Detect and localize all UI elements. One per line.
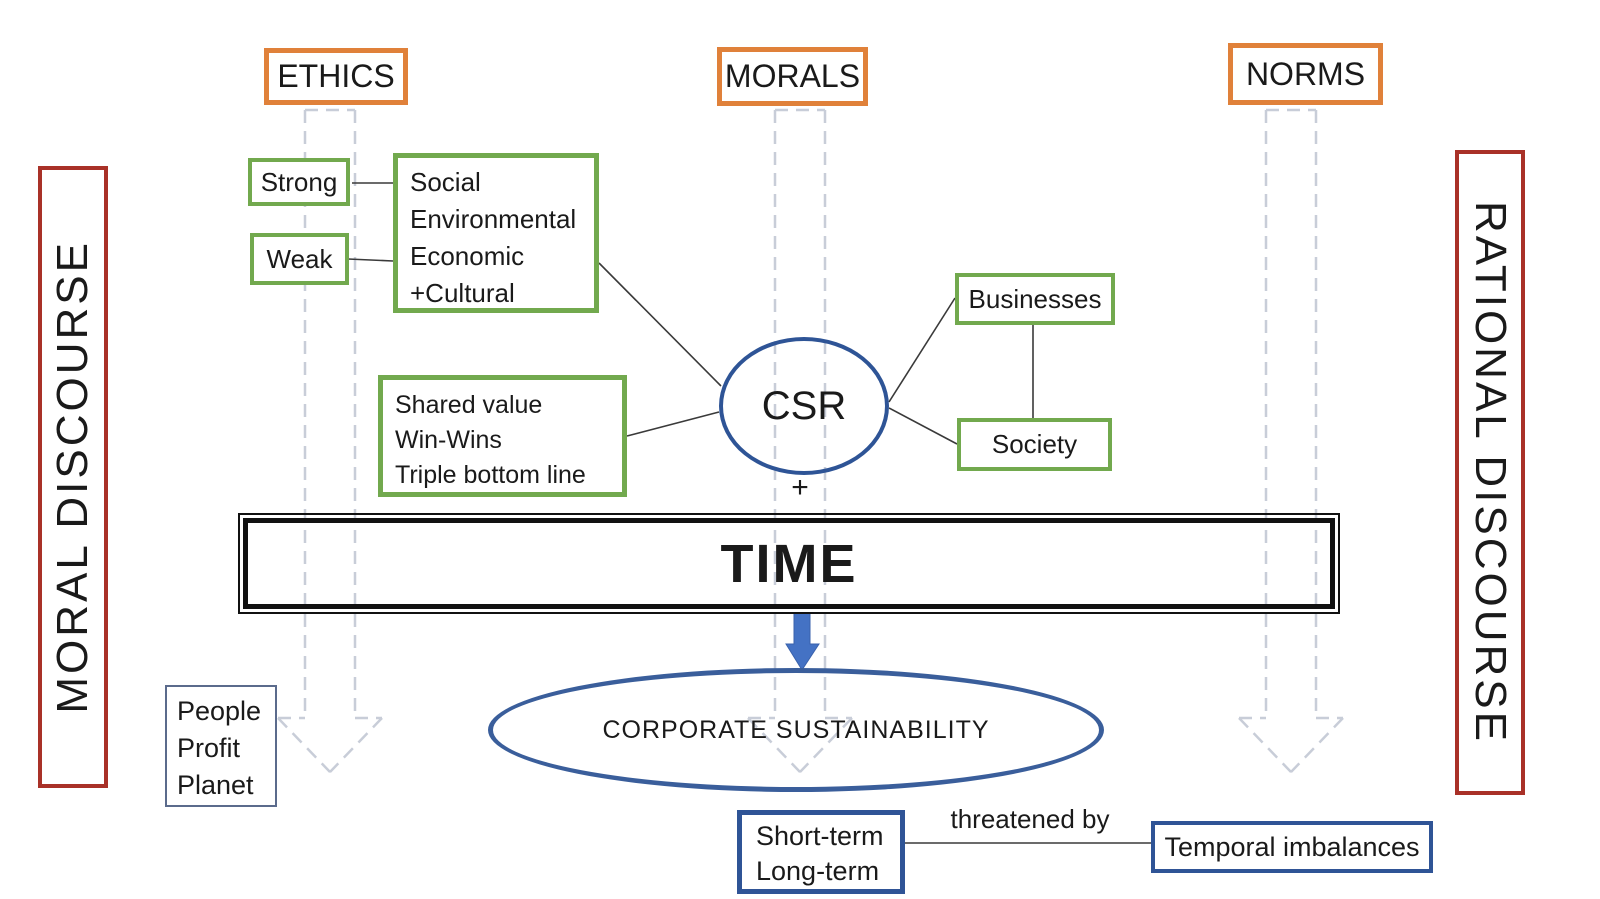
csr-approaches-box: Shared value Win-Wins Triple bottom line — [378, 375, 627, 497]
weak-box: Weak — [250, 233, 349, 285]
corporate-sustainability-ellipse: CORPORATE SUSTAINABILITY — [488, 668, 1104, 792]
profit-label: Profit — [177, 733, 241, 763]
ethics-label: ETHICS — [277, 58, 395, 94]
triple-bottom-line-box: People Profit Planet — [165, 685, 277, 807]
approaches-csr-connector — [626, 411, 720, 437]
norms-flow-dashed-arrow — [1238, 108, 1344, 773]
dimension-economic: Economic — [410, 241, 525, 271]
csr-society-connector — [888, 407, 958, 445]
time-label: TIME — [720, 533, 858, 594]
temporal-imbalances-label: Temporal imbalances — [1164, 831, 1420, 862]
weak-label: Weak — [266, 243, 333, 274]
sustainability-dimensions-box: Social Environmental Economic +Cultural — [393, 153, 599, 313]
approach-triple-bottom-line: Triple bottom line — [395, 461, 586, 489]
dimension-environmental: Environmental — [410, 204, 577, 234]
businesses-label: Businesses — [968, 283, 1102, 314]
society-box: Society — [957, 418, 1112, 471]
plus-sign: + — [791, 471, 809, 504]
short-term-label: Short-term — [756, 821, 884, 851]
approach-win-wins: Win-Wins — [395, 426, 502, 454]
norms-label: NORMS — [1245, 55, 1366, 92]
strong-label: Strong — [260, 166, 338, 197]
morals-label: MORALS — [724, 58, 861, 94]
norms-box: NORMS — [1228, 43, 1383, 105]
time-horizons-box: Short-term Long-term — [737, 810, 905, 894]
dimension-social: Social — [410, 167, 481, 197]
csr-label: CSR — [761, 383, 847, 428]
planet-label: Planet — [177, 770, 254, 800]
threatened-by-label: threatened by — [950, 803, 1110, 834]
strong-box: Strong — [248, 158, 350, 206]
dimension-cultural: +Cultural — [410, 278, 515, 308]
long-term-label: Long-term — [756, 856, 880, 886]
moral-discourse-bar: MORAL DISCOURSE — [38, 166, 108, 788]
morals-box: MORALS — [717, 47, 868, 106]
rational-discourse-label: RATIONAL DISCOURSE — [1466, 201, 1515, 744]
time-box-inner: TIME — [243, 518, 1335, 609]
moral-discourse-label: MORAL DISCOURSE — [48, 240, 97, 714]
businesses-box: Businesses — [955, 273, 1115, 325]
temporal-imbalances-box: Temporal imbalances — [1151, 821, 1433, 873]
ethics-box: ETHICS — [264, 48, 408, 105]
people-label: People — [177, 696, 262, 726]
time-box: TIME — [238, 513, 1340, 614]
weak-dimensions-connector — [347, 258, 394, 262]
rational-discourse-bar: RATIONAL DISCOURSE — [1455, 150, 1525, 795]
csr-businesses-connector — [888, 297, 956, 403]
approach-shared-value: Shared value — [395, 391, 543, 419]
time-to-sustainability-arrow — [785, 612, 820, 671]
dimensions-csr-connector — [598, 262, 722, 387]
ethics-flow-dashed-arrow — [277, 108, 383, 773]
csr-ellipse: CSR — [719, 337, 889, 475]
corporate-sustainability-label: CORPORATE SUSTAINABILITY — [602, 715, 990, 744]
society-label: Society — [991, 429, 1078, 459]
